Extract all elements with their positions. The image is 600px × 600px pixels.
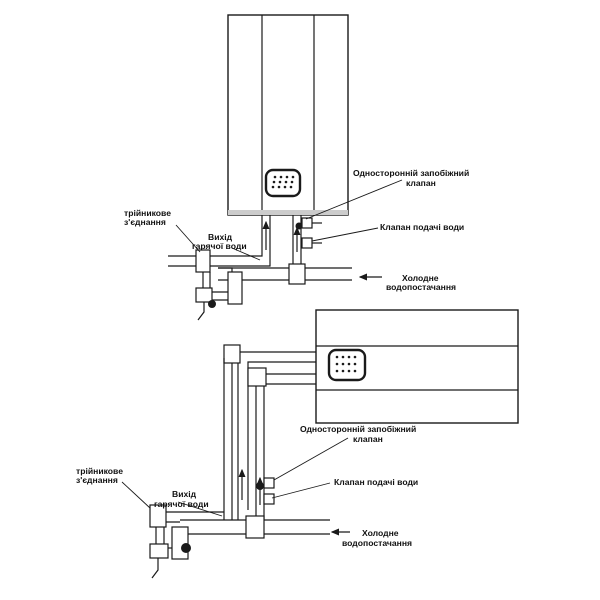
bottom-leaders bbox=[121, 437, 349, 517]
bottom-hot-outlet-label-2: гарячої води bbox=[154, 499, 209, 509]
panel-dots bbox=[271, 175, 295, 189]
top-tee-label-1: трійникове bbox=[124, 208, 171, 218]
vertical-heater bbox=[227, 14, 349, 216]
heater-panel-icon-horizontal bbox=[327, 348, 367, 382]
top-tee-label-2: з'єднання bbox=[124, 217, 166, 227]
heater-panel-icon bbox=[264, 168, 302, 198]
tee-fitting-icon-bottom bbox=[149, 504, 167, 528]
bottom-cold-water-label-2: водопостачання bbox=[342, 538, 412, 548]
bottom-tee-label-1: трійникове bbox=[76, 466, 123, 476]
bottom-tee-label-2: з'єднання bbox=[76, 475, 118, 485]
valve-icon bbox=[301, 217, 313, 229]
top-leaders bbox=[175, 179, 403, 261]
bottom-supply-valve-label: Клапан подачі води bbox=[334, 477, 418, 487]
panel-dots-horizontal bbox=[335, 355, 357, 373]
valve-icon-bottom bbox=[263, 477, 275, 489]
top-hot-outlet-label-1: Вихід bbox=[208, 232, 233, 242]
top-cold-water-label-2: водопостачання bbox=[386, 282, 456, 292]
top-supply-valve-label: Клапан подачі води bbox=[380, 222, 464, 232]
bottom-piping bbox=[149, 344, 350, 579]
top-hot-outlet-label-2: гарячої води bbox=[192, 241, 247, 251]
cold-tee-fitting bbox=[288, 263, 306, 285]
bottom-cold-water-label-1: Холодне bbox=[362, 528, 399, 538]
top-relief-valve-label-2: клапан bbox=[406, 178, 436, 188]
bottom-relief-valve-label-1: Односторонній запобіжний bbox=[300, 424, 416, 434]
heater-bottom-shadow bbox=[228, 210, 348, 215]
top-relief-valve-label-1: Односторонній запобіжний bbox=[353, 168, 469, 178]
bottom-hot-outlet-label-1: Вихід bbox=[172, 489, 197, 499]
bottom-relief-valve-label-2: клапан bbox=[353, 434, 383, 444]
top-piping bbox=[168, 215, 382, 321]
heater-body-horizontal bbox=[315, 309, 519, 424]
horizontal-heater bbox=[315, 309, 519, 424]
top-cold-water-label-1: Холодне bbox=[402, 273, 439, 283]
tee-fitting-icon bbox=[195, 249, 211, 273]
